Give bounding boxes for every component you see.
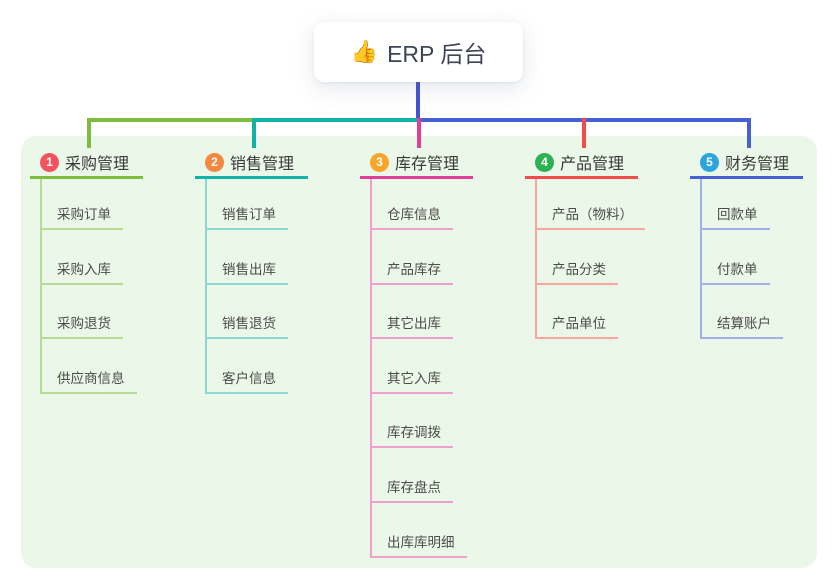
branch-column: 5 财务管理 回款单付款单结算账户 bbox=[690, 148, 839, 340]
sub-node-row: 销售订单 bbox=[205, 179, 360, 230]
branch-node[interactable]: 2 销售管理 bbox=[195, 148, 309, 179]
branch-label: 销售管理 bbox=[230, 156, 295, 173]
sub-node[interactable]: 供应商信息 bbox=[40, 367, 137, 394]
connector-line bbox=[251, 118, 421, 122]
sub-node-row: 采购入库 bbox=[40, 230, 195, 285]
sub-node-row: 销售出库 bbox=[205, 230, 360, 285]
sub-node-row: 销售退货 bbox=[205, 285, 360, 340]
branch-label: 库存管理 bbox=[395, 156, 460, 173]
branch-column: 1 采购管理 采购订单采购入库采购退货供应商信息 bbox=[30, 148, 195, 394]
branch-label: 采购管理 bbox=[65, 156, 130, 173]
connector-line bbox=[416, 82, 420, 118]
sub-node-row: 产品分类 bbox=[535, 230, 690, 285]
connector-line bbox=[581, 118, 586, 148]
sub-node[interactable]: 采购退货 bbox=[40, 312, 123, 340]
sub-node-list: 回款单付款单结算账户 bbox=[700, 179, 839, 340]
sub-node-row: 其它出库 bbox=[370, 285, 525, 340]
sub-node-row: 供应商信息 bbox=[40, 339, 195, 394]
sub-node-row: 出库库明细 bbox=[370, 503, 525, 558]
root-title: ERP 后台 bbox=[387, 41, 487, 67]
sub-node-row: 产品单位 bbox=[535, 285, 690, 340]
background-panel bbox=[21, 136, 817, 568]
sub-node-row: 客户信息 bbox=[205, 339, 360, 394]
root-node[interactable]: 👍 ERP 后台 bbox=[314, 22, 523, 82]
branch-node[interactable]: 1 采购管理 bbox=[30, 148, 144, 179]
branch-column: 4 产品管理 产品（物料） 产品分类产品单位 bbox=[525, 148, 690, 340]
sub-node[interactable]: 销售出库 bbox=[205, 258, 288, 285]
branch-number-badge: 1 bbox=[40, 152, 59, 172]
sub-node[interactable]: 采购入库 bbox=[40, 258, 123, 285]
sub-node-list: 产品（物料） 产品分类产品单位 bbox=[535, 179, 690, 340]
connector-line bbox=[746, 118, 751, 148]
branch-column: 3 库存管理 仓库信息产品库存其它出库其它入库库存调拨库存盘点出库库明细 bbox=[360, 148, 525, 558]
sub-node-list: 采购订单采购入库采购退货供应商信息 bbox=[40, 179, 195, 394]
sub-node-row: 采购订单 bbox=[40, 179, 195, 230]
connector-line bbox=[86, 118, 91, 148]
branch-column: 2 销售管理 销售订单销售出库销售退货客户信息 bbox=[195, 148, 360, 394]
sub-node[interactable]: 结算账户 bbox=[700, 312, 783, 340]
sub-node[interactable]: 产品库存 bbox=[370, 258, 453, 285]
sub-node-row: 库存调拨 bbox=[370, 394, 525, 449]
sub-node-list: 销售订单销售出库销售退货客户信息 bbox=[205, 179, 360, 394]
thumbs-up-icon: 👍 bbox=[350, 39, 379, 64]
sub-node[interactable]: 销售订单 bbox=[205, 203, 288, 230]
branch-label: 产品管理 bbox=[560, 156, 625, 173]
branch-number-badge: 3 bbox=[370, 152, 389, 172]
sub-node-row: 产品库存 bbox=[370, 230, 525, 285]
sub-node[interactable]: 客户信息 bbox=[205, 367, 288, 394]
sub-node[interactable]: 采购订单 bbox=[40, 203, 123, 230]
sub-node-row: 产品（物料） bbox=[535, 179, 690, 230]
sub-node-row: 库存盘点 bbox=[370, 448, 525, 503]
connector-line bbox=[251, 118, 256, 148]
sub-node[interactable]: 产品（物料） bbox=[535, 203, 645, 230]
sub-node-list: 仓库信息产品库存其它出库其它入库库存调拨库存盘点出库库明细 bbox=[370, 179, 525, 558]
branch-number-badge: 2 bbox=[205, 152, 224, 172]
sub-node[interactable]: 库存盘点 bbox=[370, 476, 453, 503]
sub-node[interactable]: 产品分类 bbox=[535, 258, 618, 285]
sub-node[interactable]: 其它出库 bbox=[370, 312, 453, 340]
sub-node[interactable]: 产品单位 bbox=[535, 312, 618, 340]
sub-node-row: 付款单 bbox=[700, 230, 839, 285]
branch-number-badge: 4 bbox=[535, 152, 554, 172]
sub-node[interactable]: 其它入库 bbox=[370, 367, 453, 394]
sub-node-row: 回款单 bbox=[700, 179, 839, 230]
sub-node-row: 仓库信息 bbox=[370, 179, 525, 230]
sub-node[interactable]: 出库库明细 bbox=[370, 531, 467, 558]
sub-node[interactable]: 销售退货 bbox=[205, 312, 288, 340]
sub-node-row: 结算账户 bbox=[700, 285, 839, 340]
sub-node[interactable]: 回款单 bbox=[700, 203, 770, 230]
sub-node[interactable]: 付款单 bbox=[700, 258, 770, 285]
connector-line bbox=[416, 118, 421, 148]
branch-label: 财务管理 bbox=[725, 156, 790, 173]
branch-node[interactable]: 3 库存管理 bbox=[360, 148, 474, 179]
branch-node[interactable]: 5 财务管理 bbox=[690, 148, 804, 179]
connector-line bbox=[86, 118, 256, 122]
sub-node[interactable]: 仓库信息 bbox=[370, 203, 453, 230]
branch-node[interactable]: 4 产品管理 bbox=[525, 148, 639, 179]
sub-node[interactable]: 库存调拨 bbox=[370, 421, 453, 449]
sub-node-row: 采购退货 bbox=[40, 285, 195, 340]
branch-number-badge: 5 bbox=[700, 152, 719, 172]
sub-node-row: 其它入库 bbox=[370, 339, 525, 394]
